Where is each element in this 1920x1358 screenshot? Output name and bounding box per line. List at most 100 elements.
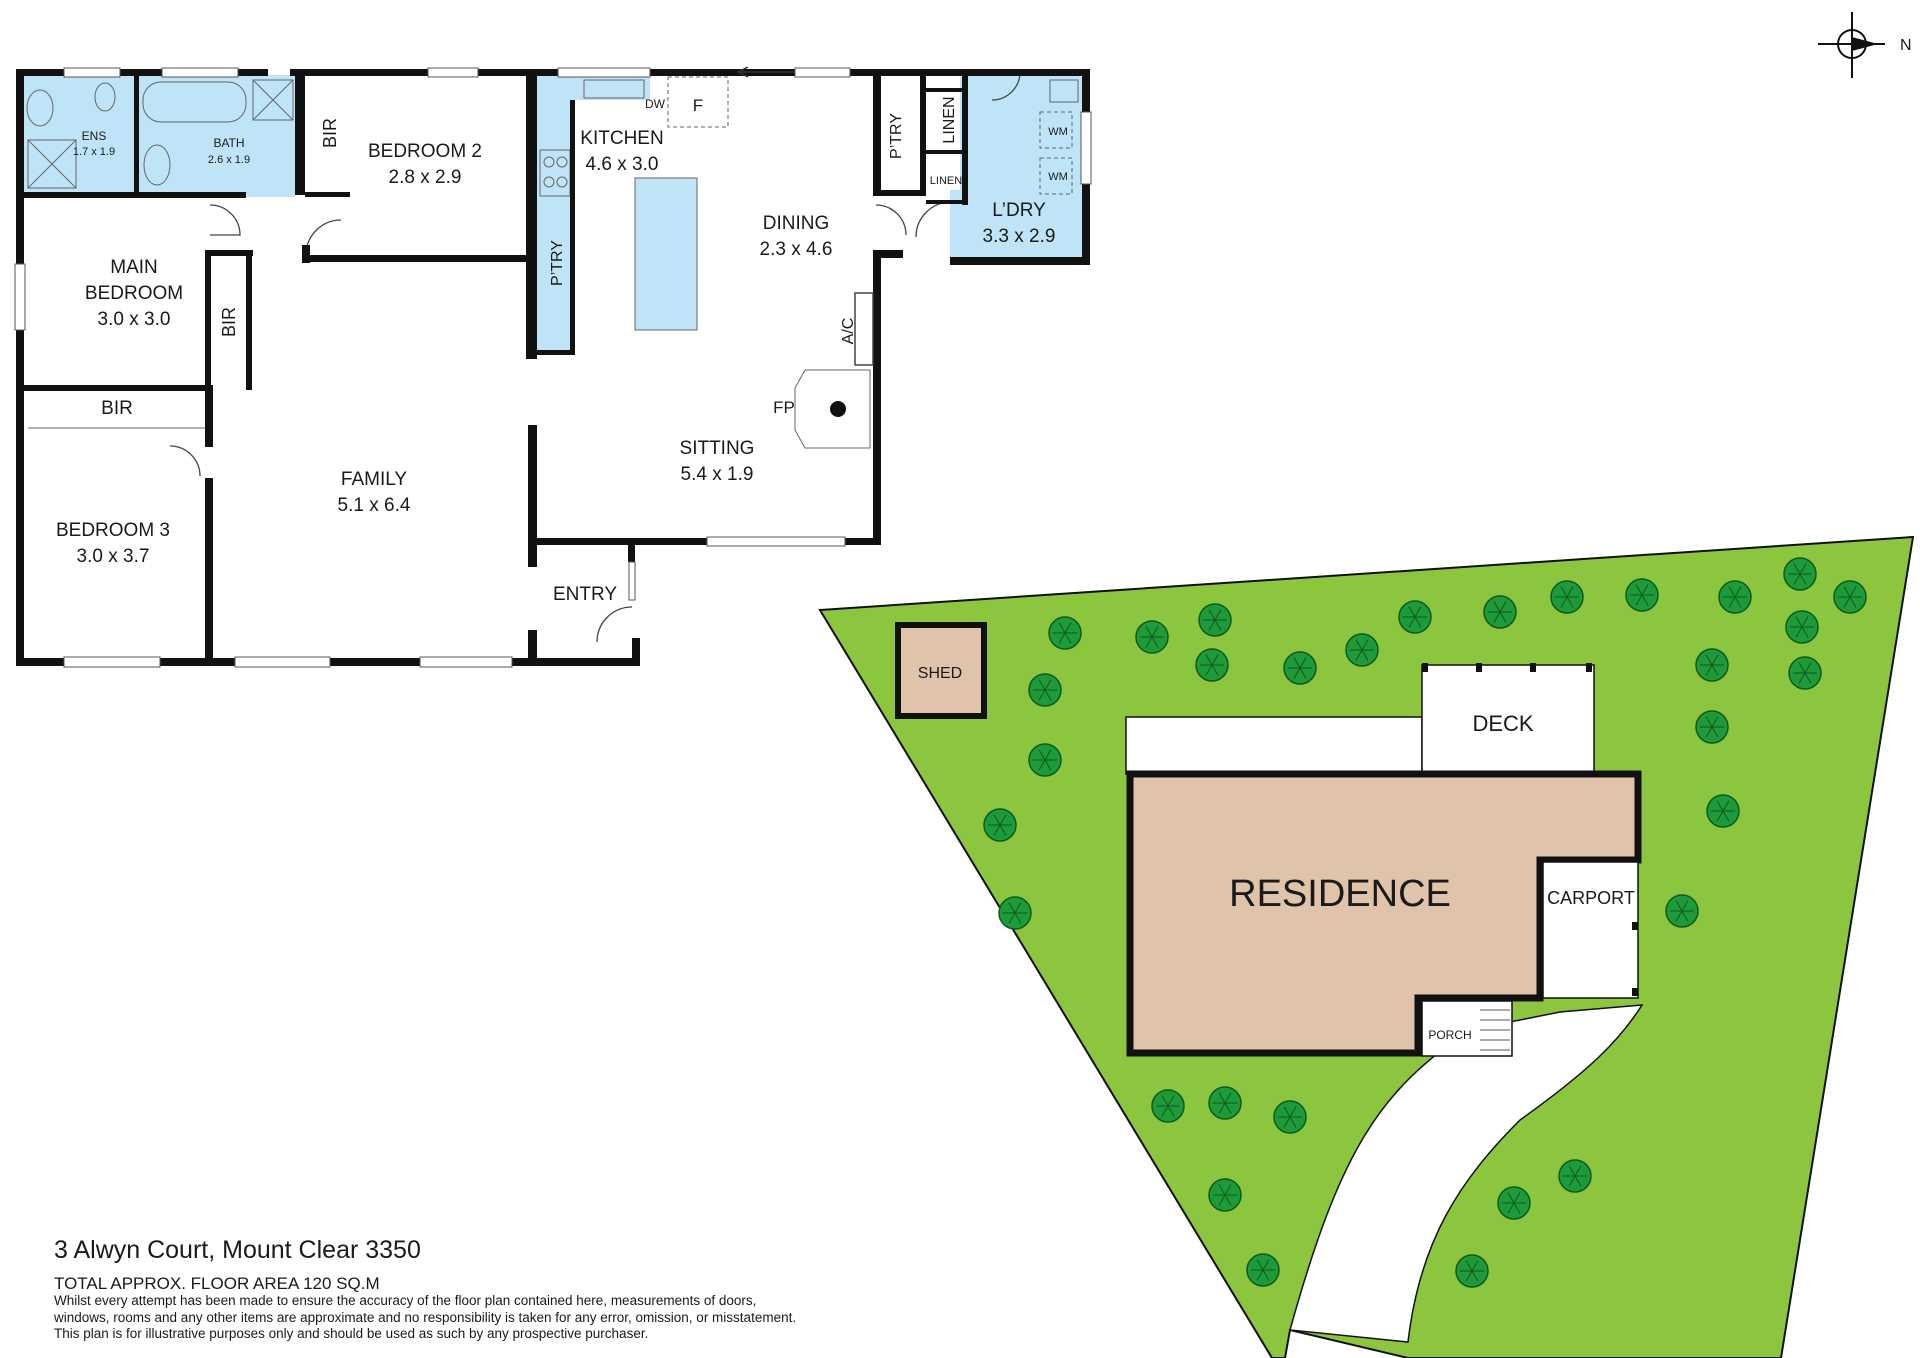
tree-branch <box>1408 606 1416 618</box>
wall <box>850 69 1090 76</box>
tree-branch <box>1414 606 1422 618</box>
tree-branch <box>1205 654 1213 666</box>
wall <box>134 192 246 198</box>
wall <box>205 250 253 256</box>
wall <box>16 69 64 76</box>
wall <box>302 255 530 262</box>
tree-branch <box>1560 586 1568 598</box>
wall <box>16 658 64 666</box>
wall <box>926 200 966 204</box>
tree-branch <box>1161 1105 1169 1117</box>
wall <box>537 350 575 355</box>
wall <box>873 190 923 196</box>
cooktop-burner <box>543 176 555 188</box>
tree-branch <box>1681 900 1689 912</box>
tree-branch <box>1361 639 1369 651</box>
tree-branch <box>1507 1192 1515 1204</box>
tree-branch <box>1145 636 1153 648</box>
tree-branch <box>1801 616 1809 628</box>
ensuite-basin <box>26 89 54 127</box>
tree-branch <box>1798 662 1806 674</box>
laundry-name: L’DRY <box>992 200 1046 221</box>
fridge-label: F <box>693 96 703 115</box>
tree-branch <box>1145 626 1153 638</box>
ensuite-fill <box>22 75 137 192</box>
tree-branch <box>1716 800 1724 812</box>
sitting-name: SITTING <box>680 438 755 459</box>
tree-branch <box>1793 563 1801 575</box>
kitchen-name: KITCHEN <box>580 128 663 149</box>
main-bedroom-name-line2: BEDROOM <box>85 283 183 304</box>
tree-branch <box>1218 1194 1226 1206</box>
door-swing <box>991 71 1021 101</box>
wall <box>205 250 211 385</box>
tree-branch <box>1513 1202 1521 1214</box>
tree-branch <box>1008 912 1016 924</box>
carport-post <box>1632 988 1638 996</box>
tree-branch <box>1038 749 1046 761</box>
bath-shower <box>252 79 294 121</box>
tree-branch <box>1211 654 1219 666</box>
shower-diagonal <box>252 79 294 121</box>
tree-branch <box>1568 1175 1576 1187</box>
kitchen-sink <box>583 79 645 99</box>
porch-label: PORCH <box>1428 1028 1471 1042</box>
tree-branch <box>1711 716 1719 728</box>
tree-branch <box>1574 1165 1582 1177</box>
washing-machine-2 <box>1039 157 1073 195</box>
floor-plan: ENS 1.7 x 1.9 BATH 2.6 x 1.9 BEDROOM 2 2… <box>14 66 1504 1041</box>
bedroom2-name: BEDROOM 2 <box>368 141 482 162</box>
window <box>234 656 331 668</box>
site-plan: SHED DECK RESIDENCE CARPORT PORCH <box>818 535 1915 1358</box>
tree-branch <box>1795 616 1803 628</box>
carport-label: CARPORT <box>1547 888 1635 908</box>
arrow-icon <box>736 66 795 78</box>
tree-branch <box>1214 619 1222 631</box>
tree-branch <box>1044 689 1052 701</box>
tree-branch <box>1355 649 1363 661</box>
pantry-label: P’TRY <box>549 240 566 286</box>
tree-branch <box>1799 563 1807 575</box>
disclaimer-line: This plan is for illustrative purposes o… <box>54 1326 649 1341</box>
driveway <box>1289 1004 1644 1343</box>
fp-label: FP <box>773 398 795 417</box>
north-arrow-icon <box>1852 37 1878 51</box>
tree-branch <box>1224 1184 1232 1196</box>
tree-branch <box>1299 657 1307 669</box>
tree-branch <box>1722 810 1730 822</box>
carport-post <box>1632 922 1638 930</box>
tree-branch <box>1208 609 1216 621</box>
tree-branch <box>1208 619 1216 631</box>
tree-branch <box>1167 1095 1175 1107</box>
tree-branch <box>1804 672 1812 684</box>
window <box>14 263 26 331</box>
deck-post <box>1422 663 1428 672</box>
deck-label: DECK <box>1472 711 1533 736</box>
main-bedroom-name-line1: MAIN <box>110 257 158 278</box>
tree-branch <box>1705 654 1713 666</box>
wall <box>873 250 881 540</box>
tree-branch <box>1795 626 1803 638</box>
ac-label: A/C <box>840 318 857 345</box>
tree-branch <box>1711 664 1719 676</box>
wall <box>845 538 881 545</box>
wall <box>526 69 537 359</box>
dining-name: DINING <box>763 213 830 234</box>
tree-branch <box>1566 596 1574 608</box>
tree-branch <box>1224 1102 1232 1114</box>
tree-branch <box>1493 601 1501 613</box>
dining-size: 2.3 x 4.6 <box>760 239 833 260</box>
wall <box>16 330 24 665</box>
tree-branch <box>1044 749 1052 761</box>
wall <box>512 658 640 666</box>
window <box>557 67 651 78</box>
tree-branch <box>1161 1095 1169 1107</box>
wall <box>120 69 162 76</box>
tree-branch <box>1293 657 1301 669</box>
bath-tub <box>142 81 247 123</box>
wall <box>330 658 420 666</box>
tree-branch <box>1014 912 1022 924</box>
tree-branch <box>1716 810 1724 822</box>
deck <box>1421 664 1595 775</box>
entry-name: ENTRY <box>553 584 617 605</box>
